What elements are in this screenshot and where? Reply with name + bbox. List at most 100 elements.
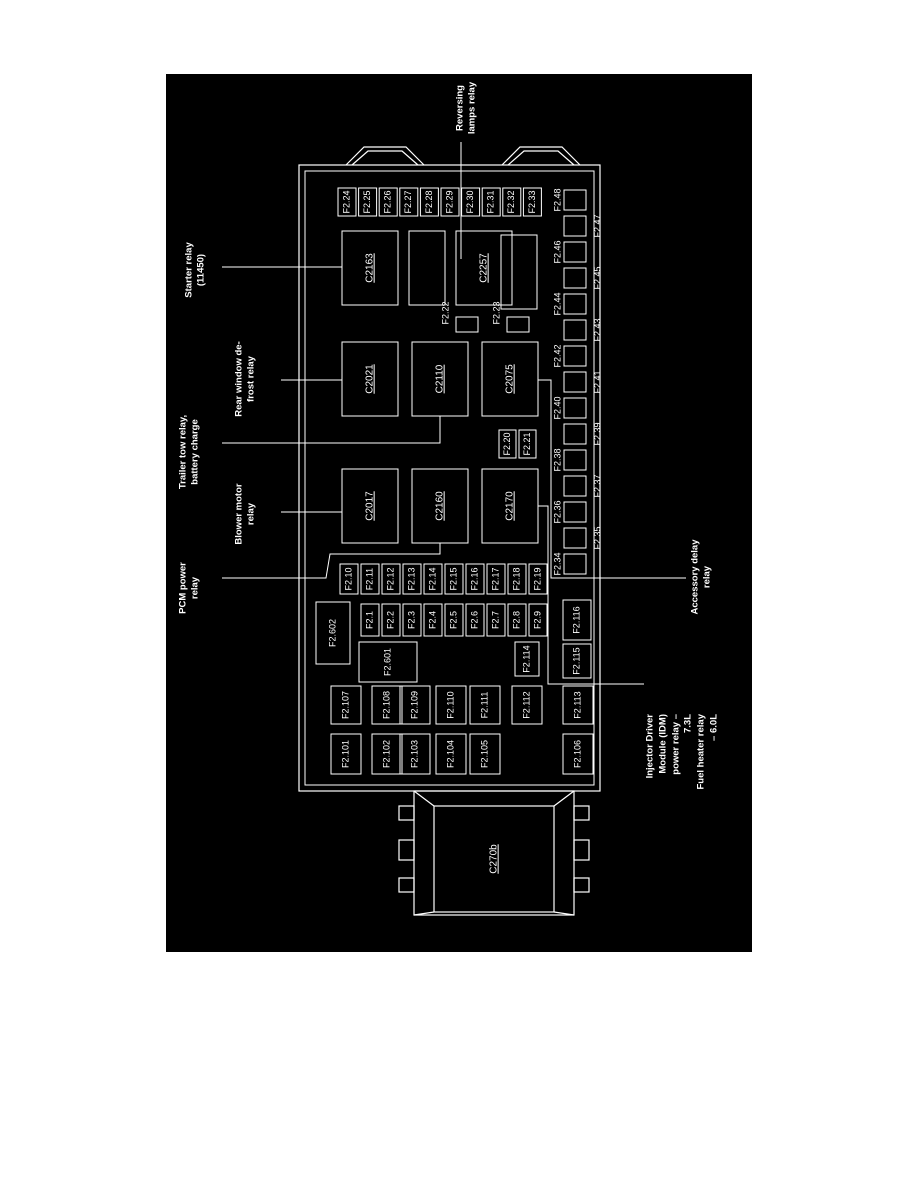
fuse-label-f2-17: F2.17 (490, 567, 500, 590)
relay-c2257 (455, 230, 513, 306)
callout-accessory-line-0: Accessory delay (690, 539, 701, 615)
fuse-label-f2-19: F2.19 (532, 567, 542, 590)
fuse-label-f2-112: F2.112 (521, 691, 531, 718)
fuse-box-f2-109 (399, 685, 431, 725)
fuse-label-f2-44: F2.44 (552, 292, 562, 315)
relay-label-c2075: C2075 (505, 364, 516, 394)
fuse-label-f2-45: F2.45 (592, 266, 602, 289)
fuse-box-f2-9 (528, 603, 548, 637)
fuse-label-f2-41: F2.41 (592, 370, 602, 393)
fuse-label-f2-13: F2.13 (406, 567, 416, 590)
fuse-box-f2-42 (563, 345, 587, 367)
fuse-label-f2-46: F2.46 (552, 240, 562, 263)
fuse-box-f2-31 (481, 187, 501, 217)
fuse-box-f2-19 (528, 563, 548, 595)
fuse-box-f2-40 (563, 397, 587, 419)
fuse-label-f2-27: F2.27 (403, 190, 413, 213)
fuse-box-f2-29 (440, 187, 460, 217)
fuse-label-f2-105: F2.105 (479, 740, 489, 768)
fuse-box-f2-16 (465, 563, 485, 595)
fuse-label-f2-103: F2.103 (409, 740, 419, 768)
fuse-label-f2-4: F2.4 (427, 611, 437, 629)
fuse-label-f2-18: F2.18 (511, 567, 521, 590)
fuse-box-f2-37 (563, 475, 587, 497)
fuse-box-f2-110 (435, 685, 467, 725)
fuse-box-f2-3 (402, 603, 422, 637)
fuse-box-f2-46 (563, 241, 587, 263)
fuse-box-f2-108 (371, 685, 403, 725)
fuse-box-f2-20 (498, 429, 517, 459)
callout-pcm-line-0: PCM power (178, 562, 189, 614)
fuse-box-f2-43 (563, 319, 587, 341)
fuse-box-f2-111 (469, 685, 501, 725)
fuse-box-housing-inner (304, 170, 595, 786)
fuse-label-f2-26: F2.26 (383, 190, 393, 213)
fuse-label-f2-48: F2.48 (552, 188, 562, 211)
relay-c2017 (341, 468, 399, 544)
fuse-label-f2-111: F2.111 (479, 692, 489, 719)
fuse-box-f2-104 (435, 733, 467, 775)
fuse-label-f2-114: F2.114 (521, 645, 531, 672)
callout-idm-line-1: Module (IDM) (658, 714, 669, 774)
callout-rear_window-line-1: frost relay (246, 355, 257, 402)
callout-blower-line-1: relay (246, 502, 257, 525)
fuse-label-f2-5: F2.5 (448, 611, 458, 629)
fuse-box-f2-5 (444, 603, 464, 637)
fuse-box-f2-106 (562, 733, 594, 775)
fuse-label-f2-34: F2.34 (552, 552, 562, 575)
fuse-label-f2-12: F2.12 (385, 567, 395, 590)
fuse-label-f2-30: F2.30 (465, 190, 475, 213)
fuse-label-f2-31: F2.31 (486, 190, 496, 213)
fuse-label-f2-602: F2.602 (327, 619, 337, 647)
callout-idm-line-4: Fuel heater relay (696, 713, 707, 789)
callout-starter-line-0: Starter relay (184, 242, 195, 298)
fuse-box-f2-18 (507, 563, 527, 595)
fuse-label-f2-3: F2.3 (406, 611, 416, 629)
fuse-box-f2-116 (562, 599, 592, 641)
fuse-box-f2-107 (330, 685, 362, 725)
fuse-label-f2-115: F2.115 (571, 647, 581, 674)
relay-label-c2163: C2163 (365, 253, 376, 283)
fuse-label-f2-35: F2.35 (592, 526, 602, 549)
callout-reversing-line-0: Reversing (455, 85, 466, 131)
fuse-label-f2-108: F2.108 (381, 691, 391, 719)
relay-label-c2257: C2257 (479, 253, 490, 283)
fuse-label-f2-8: F2.8 (511, 611, 521, 629)
fuse-box-f2-33 (522, 187, 542, 217)
fuse-label-f2-32: F2.32 (506, 190, 516, 213)
fuse-box-f2-25 (358, 187, 378, 217)
empty-relay-socket (500, 234, 538, 310)
fuse-box-f2-12 (381, 563, 401, 595)
callout-idm-line-0: Injector Driver (645, 714, 656, 779)
fuse-label-f2-9: F2.9 (532, 611, 542, 629)
relay-label-c2160: C2160 (435, 491, 446, 521)
fuse-box-f2-36 (563, 501, 587, 523)
fuse-box-f2-15 (444, 563, 464, 595)
fuse-label-f2-20: F2.20 (502, 432, 512, 455)
fuse-box-f2-24 (337, 187, 357, 217)
callout-pcm-line-1: relay (190, 576, 201, 599)
fuse-label-f2-24: F2.24 (341, 190, 351, 213)
fuse-box-f2-14 (423, 563, 443, 595)
fuse-label-f2-37: F2.37 (592, 474, 602, 497)
fuse-box-f2-105 (469, 733, 501, 775)
fuse-label-f2-113: F2.113 (572, 691, 582, 718)
mounting-tab-left (345, 146, 425, 166)
fuse-box-f2-6 (465, 603, 485, 637)
callout-idm-line-5: – 6.0L (709, 714, 720, 741)
relay-c2021 (341, 341, 399, 417)
fuse-box-f2-602 (315, 601, 351, 665)
fuse-label-f2-106: F2.106 (572, 740, 582, 768)
fuse-box-f2-45 (563, 267, 587, 289)
fuse-box-f2-48 (563, 189, 587, 211)
fuse-box-f2-4 (423, 603, 443, 637)
fuse-box-f2-2 (381, 603, 401, 637)
fuse-box-f2-27 (399, 187, 419, 217)
fuse-label-f2-22: F2.22 (440, 301, 450, 324)
fuse-box-f2-112 (511, 685, 543, 725)
fuse-label-f2-10: F2.10 (343, 567, 353, 590)
fuse-label-f2-43: F2.43 (592, 318, 602, 341)
fuse-box-f2-17 (486, 563, 506, 595)
fuse-label-f2-47: F2.47 (592, 214, 602, 237)
